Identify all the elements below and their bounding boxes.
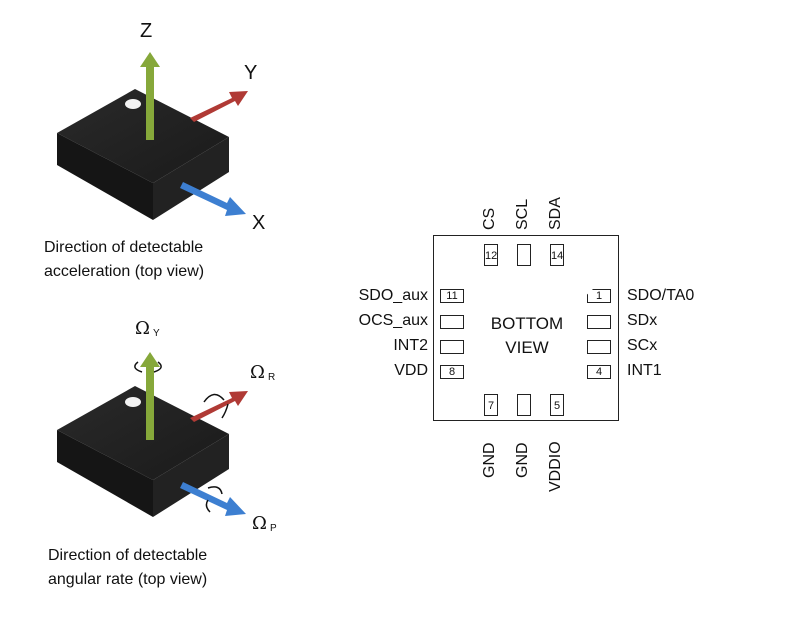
pin-label-vdd: VDD (394, 362, 428, 379)
pitch-rotation-icon (205, 486, 223, 513)
x-axis-arrow (180, 182, 246, 216)
yaw-axis-arrow (140, 352, 160, 440)
pin-pad-sdo-ta0: 1 (587, 289, 611, 303)
center-line2: VIEW (505, 338, 549, 357)
roll-rotation-icon (203, 393, 225, 403)
pin-label-sdx: SDx (627, 312, 658, 329)
pin-label-gnd: GND (514, 442, 531, 478)
pin1-dot (125, 99, 141, 109)
gyro-caption-line2: angular rate (top view) (48, 571, 208, 588)
pin-pad-scl (517, 244, 531, 266)
pin-label-cs: CS (481, 207, 498, 230)
pin-label-int2: INT2 (393, 337, 428, 354)
x-axis-label: X (252, 212, 266, 234)
chip-left-face (57, 430, 153, 517)
pin-pad-sdx (587, 315, 611, 329)
yaw-rotation-icon (134, 361, 162, 373)
pin-pad-gnd-7: 7 (484, 394, 498, 416)
chip-right-face (153, 137, 229, 220)
chip-left-face (57, 133, 153, 220)
pitch-axis-arrow (180, 482, 246, 516)
pin-pad-int2 (440, 340, 464, 354)
pin-pad-vdd: 8 (440, 365, 464, 379)
pin-label-gnd-7: GND (481, 442, 498, 478)
pin-pad-scx (587, 340, 611, 354)
gyro-figure (57, 352, 248, 517)
chip-top-face (57, 386, 229, 480)
chip-top-face (57, 89, 229, 183)
pin-label-scx: SCx (627, 337, 658, 354)
pin1-dot (125, 397, 141, 407)
pin-label-sdo-aux: SDO_aux (358, 287, 428, 304)
package-outline: 12 14 11 8 1 4 7 5 BOTTOM VIEW (433, 235, 619, 421)
roll-axis-arrow (190, 391, 248, 422)
z-axis-arrow (140, 52, 160, 140)
chip-right-face (153, 434, 229, 517)
z-axis-label: Z (140, 20, 153, 42)
pin-pad-ocs-aux (440, 315, 464, 329)
pin-pad-sda: 14 (550, 244, 564, 266)
y-axis-arrow (190, 91, 248, 122)
pin-label-sdo-ta0: SDO/TA0 (627, 287, 695, 304)
bottom-view-label: BOTTOM VIEW (467, 312, 587, 360)
pin-label-int1: INT1 (627, 362, 662, 379)
accel-caption-line1: Direction of detectable (44, 239, 204, 256)
pin-label-scl: SCL (514, 198, 531, 230)
pin-pad-vddio: 5 (550, 394, 564, 416)
center-line1: BOTTOM (490, 314, 564, 333)
y-axis-label: Y (244, 62, 258, 84)
pin-label-sda: SDA (547, 197, 564, 230)
accel-caption-line2: acceleration (top view) (44, 263, 205, 280)
pin-label-ocs-aux: OCS_aux (358, 312, 428, 329)
pin-pad-gnd (517, 394, 531, 416)
pin-pad-cs: 12 (484, 244, 498, 266)
pin-label-vddio: VDDIO (547, 441, 564, 492)
pin-pad-sdo-aux: 11 (440, 289, 464, 303)
pin-pad-int1: 4 (587, 365, 611, 379)
accel-figure (57, 52, 248, 220)
gyro-caption-line1: Direction of detectable (48, 547, 208, 564)
